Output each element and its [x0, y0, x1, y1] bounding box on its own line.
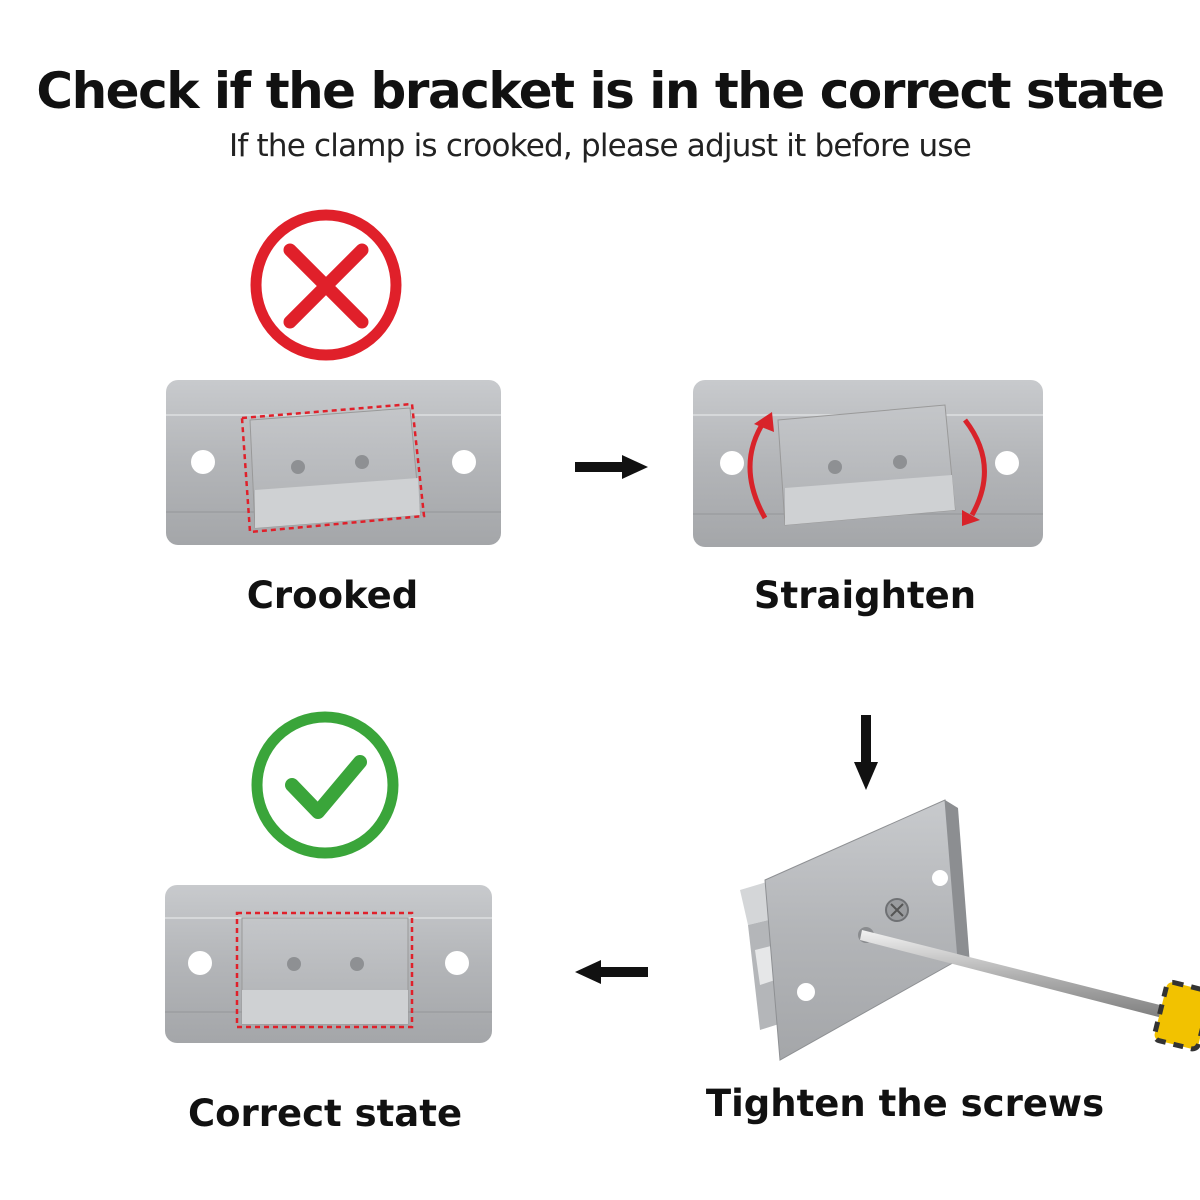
- crooked-label: Crooked: [246, 574, 419, 617]
- green-check-circle-icon: [251, 711, 399, 859]
- correct-bracket-image: [165, 885, 492, 1043]
- straighten-label: Straighten: [753, 574, 977, 617]
- tighten-screws-image: [740, 799, 970, 1061]
- screwdriver-icon: [860, 930, 1200, 1052]
- arrow-down-icon: [854, 715, 878, 790]
- red-x-circle-icon: [250, 209, 402, 361]
- arrow-left-icon: [575, 960, 648, 984]
- tighten-screws-label: Tighten the screws: [705, 1082, 1105, 1125]
- page-subtitle: If the clamp is crooked, please adjust i…: [228, 128, 972, 164]
- page-title: Check if the bracket is in the correct s…: [36, 62, 1165, 120]
- rotate-arrows-icon: [747, 412, 987, 526]
- straighten-bracket-image: [693, 380, 1043, 547]
- crooked-bracket-image: [166, 380, 501, 545]
- arrow-right-icon: [575, 455, 648, 479]
- correct-state-label: Correct state: [187, 1092, 463, 1135]
